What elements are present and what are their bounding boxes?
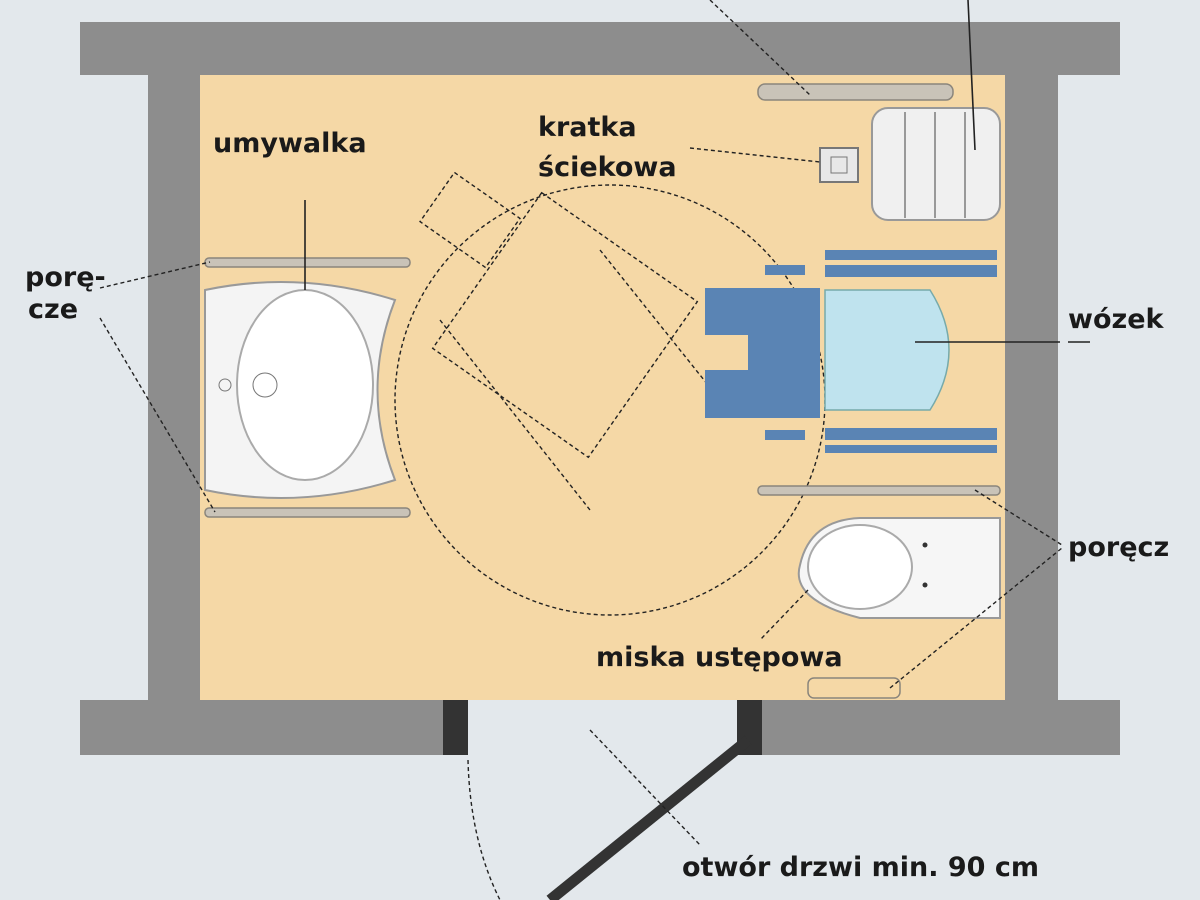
label-sink: umywalka (213, 128, 367, 159)
toilet (797, 517, 1001, 619)
label-rail: poręcz (1068, 532, 1169, 563)
door-jamb-left (443, 700, 468, 755)
drain-grate (819, 147, 859, 183)
wheelchair-ghost (419, 171, 721, 511)
walls (80, 22, 1120, 755)
grab-rails (204, 83, 1001, 699)
wheelchair (705, 250, 997, 453)
label-drain-1: kratka (538, 112, 637, 143)
label-drain-2: ściekowa (538, 152, 677, 183)
sink (204, 281, 397, 499)
leader-lines (99, 0, 1090, 846)
door-leaf (546, 735, 752, 900)
label-toilet: miska ustępowa (596, 642, 843, 673)
label-rails-2: cze (28, 294, 78, 325)
label-wheelchair: wózek (1068, 304, 1165, 335)
door-swing-arc (467, 759, 501, 900)
label-rails-1: porę- (25, 262, 106, 293)
shower-seat (871, 107, 1001, 221)
label-door: otwór drzwi min. 90 cm (682, 852, 1039, 883)
